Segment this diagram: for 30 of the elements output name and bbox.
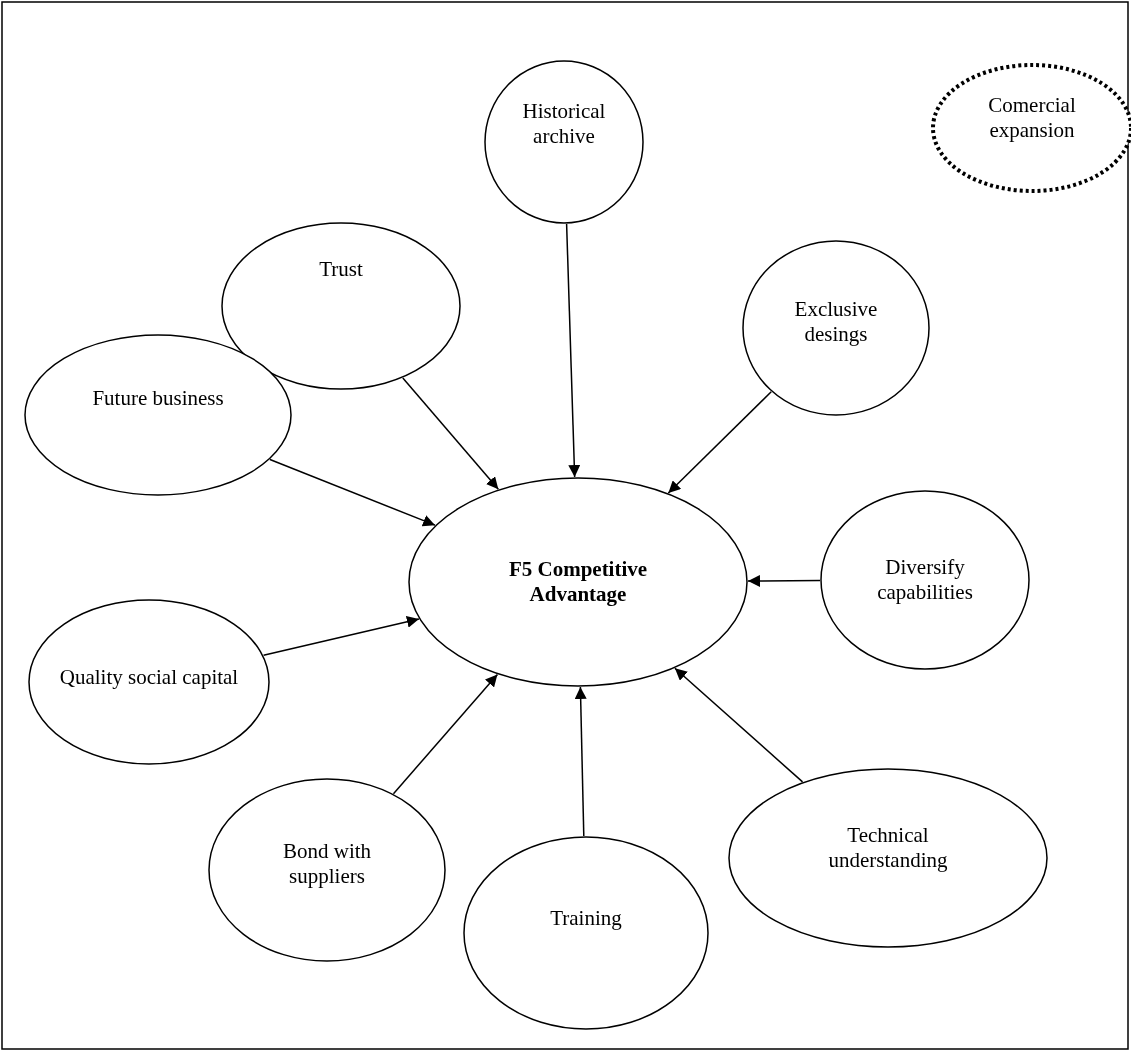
ellipse-node: [24, 334, 292, 496]
node-label: Comercial expansion: [987, 92, 1077, 144]
node-label: Training: [550, 906, 622, 932]
ellipse-node: [820, 490, 1030, 670]
ellipse-node: [742, 240, 930, 416]
node-label: Exclusive desings: [793, 296, 879, 348]
arrow: [667, 391, 772, 494]
arrow: [262, 615, 420, 657]
ellipse-node: [728, 768, 1048, 948]
node-label: Historical archive: [521, 98, 607, 150]
arrow: [574, 686, 587, 837]
ellipse-node: [208, 778, 446, 962]
arrow: [747, 574, 821, 587]
ellipse-node: [463, 836, 709, 1030]
node-label: Trust: [319, 257, 363, 283]
arrow: [565, 223, 581, 478]
ellipse-node: [408, 477, 748, 687]
arrow: [402, 377, 500, 490]
arrow: [674, 667, 804, 783]
node-label: Future business: [92, 386, 224, 412]
ellipse-node: [484, 60, 644, 224]
node-label: F5 Competitive Advantage: [507, 556, 649, 608]
node-label: Quality social capital: [59, 665, 239, 691]
arrow: [269, 458, 436, 527]
arrow: [392, 673, 499, 795]
node-label: Technical understanding: [827, 822, 949, 874]
ellipse-node: [221, 222, 461, 390]
node-label: Diversify capabilities: [876, 554, 974, 606]
node-label: Bond with suppliers: [281, 838, 373, 890]
ellipse-node: [28, 599, 270, 765]
